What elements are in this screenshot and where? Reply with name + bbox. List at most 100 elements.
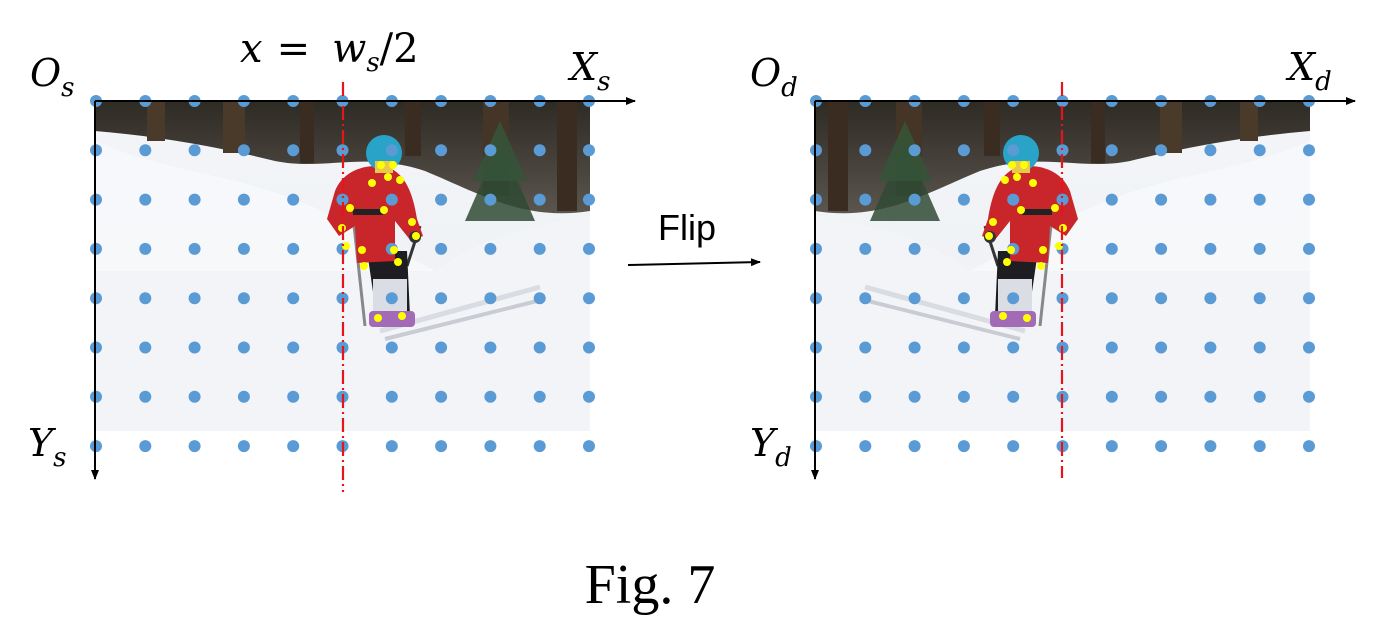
grid-dot (237, 292, 250, 305)
grid-dot (1105, 440, 1118, 453)
grid-dot (139, 193, 152, 206)
keypoint (1013, 173, 1021, 181)
keypoint (389, 161, 397, 169)
grid-dot (1007, 292, 1020, 305)
grid-dot (583, 390, 595, 403)
grid-dot (859, 341, 872, 354)
grid-dot (484, 440, 497, 453)
grid-dot (859, 144, 872, 157)
keypoint (1007, 246, 1015, 254)
grid-dot (484, 341, 497, 354)
source-panel: Os Xs Ys x=ws/2 (28, 26, 636, 492)
grid-dot (1204, 440, 1217, 453)
grid-dot (237, 242, 250, 255)
grid-dot (957, 193, 970, 206)
grid-dot (287, 390, 300, 403)
grid-dot (1105, 193, 1118, 206)
grid-dot (1007, 341, 1020, 354)
grid-dot (435, 193, 448, 206)
grid-dot (1155, 292, 1168, 305)
grid-dots-source (90, 95, 595, 453)
grid-dot (287, 440, 300, 453)
grid-dot (484, 390, 497, 403)
grid-dot (1303, 440, 1315, 453)
grid-dot (188, 144, 201, 157)
grid-dot (435, 440, 448, 453)
grid-dot (1204, 390, 1217, 403)
grid-dot (1155, 193, 1168, 206)
grid-dot (139, 390, 152, 403)
grid-dot (237, 390, 250, 403)
grid-dot (435, 341, 448, 354)
grid-dot (1155, 440, 1168, 453)
x-axis-label-source: Xs (567, 45, 610, 97)
keypoint (396, 176, 404, 184)
grid-dot (859, 193, 872, 206)
grid-dot (188, 242, 201, 255)
keypoint (1037, 262, 1045, 270)
grid-dot (583, 144, 595, 157)
grid-dot (1303, 341, 1315, 354)
grid-dot (188, 341, 201, 354)
keypoints-destination (985, 161, 1067, 322)
keypoint (360, 262, 368, 270)
grid-dot (139, 144, 152, 157)
keypoint (1017, 206, 1025, 214)
grid-dot (385, 144, 398, 157)
grid-dot (1007, 193, 1020, 206)
grid-dot (1204, 193, 1217, 206)
grid-dot (957, 390, 970, 403)
grid-dot (1303, 390, 1315, 403)
grid-dot (139, 440, 152, 453)
flip-label: Flip (658, 207, 716, 248)
keypoint (374, 314, 382, 322)
keypoint (408, 218, 416, 226)
grid-dot (385, 292, 398, 305)
grid-dot (957, 341, 970, 354)
grid-dot (1204, 292, 1217, 305)
grid-dot (533, 440, 546, 453)
origin-label-destination: Od (750, 51, 798, 103)
y-axis-label-source: Ys (28, 421, 66, 473)
grid-dot (237, 193, 250, 206)
grid-dot (1204, 341, 1217, 354)
grid-dot (1253, 144, 1266, 157)
grid-dot (287, 144, 300, 157)
grid-dot (385, 390, 398, 403)
grid-dot (859, 440, 872, 453)
grid-dot (237, 144, 250, 157)
grid-dot (287, 193, 300, 206)
grid-dot (1253, 292, 1266, 305)
origin-label-source: Os (30, 51, 75, 103)
grid-dot (908, 390, 921, 403)
grid-dot (533, 341, 546, 354)
keypoint (384, 173, 392, 181)
grid-dot (188, 292, 201, 305)
grid-dot (583, 242, 595, 255)
grid-dot (1056, 144, 1069, 157)
grid-dot (139, 292, 152, 305)
grid-dot (1253, 390, 1266, 403)
keypoint (394, 258, 402, 266)
grid-dot (1105, 341, 1118, 354)
grid-dot (1253, 440, 1266, 453)
grid-dot (336, 144, 349, 157)
grid-dot (859, 390, 872, 403)
keypoint (1039, 246, 1047, 254)
grid-dot (287, 242, 300, 255)
grid-dot (1253, 193, 1266, 206)
grid-dot (385, 440, 398, 453)
keypoint (1001, 176, 1009, 184)
keypoint (985, 232, 993, 240)
grid-dot (435, 292, 448, 305)
keypoint (368, 179, 376, 187)
grid-dot (957, 242, 970, 255)
grid-dot (908, 292, 921, 305)
grid-dot (237, 341, 250, 354)
keypoint (999, 312, 1007, 320)
grid-dot (1155, 144, 1168, 157)
grid-dot (435, 144, 448, 157)
grid-dot (484, 242, 497, 255)
grid-dot (1105, 242, 1118, 255)
grid-dot (1204, 242, 1217, 255)
